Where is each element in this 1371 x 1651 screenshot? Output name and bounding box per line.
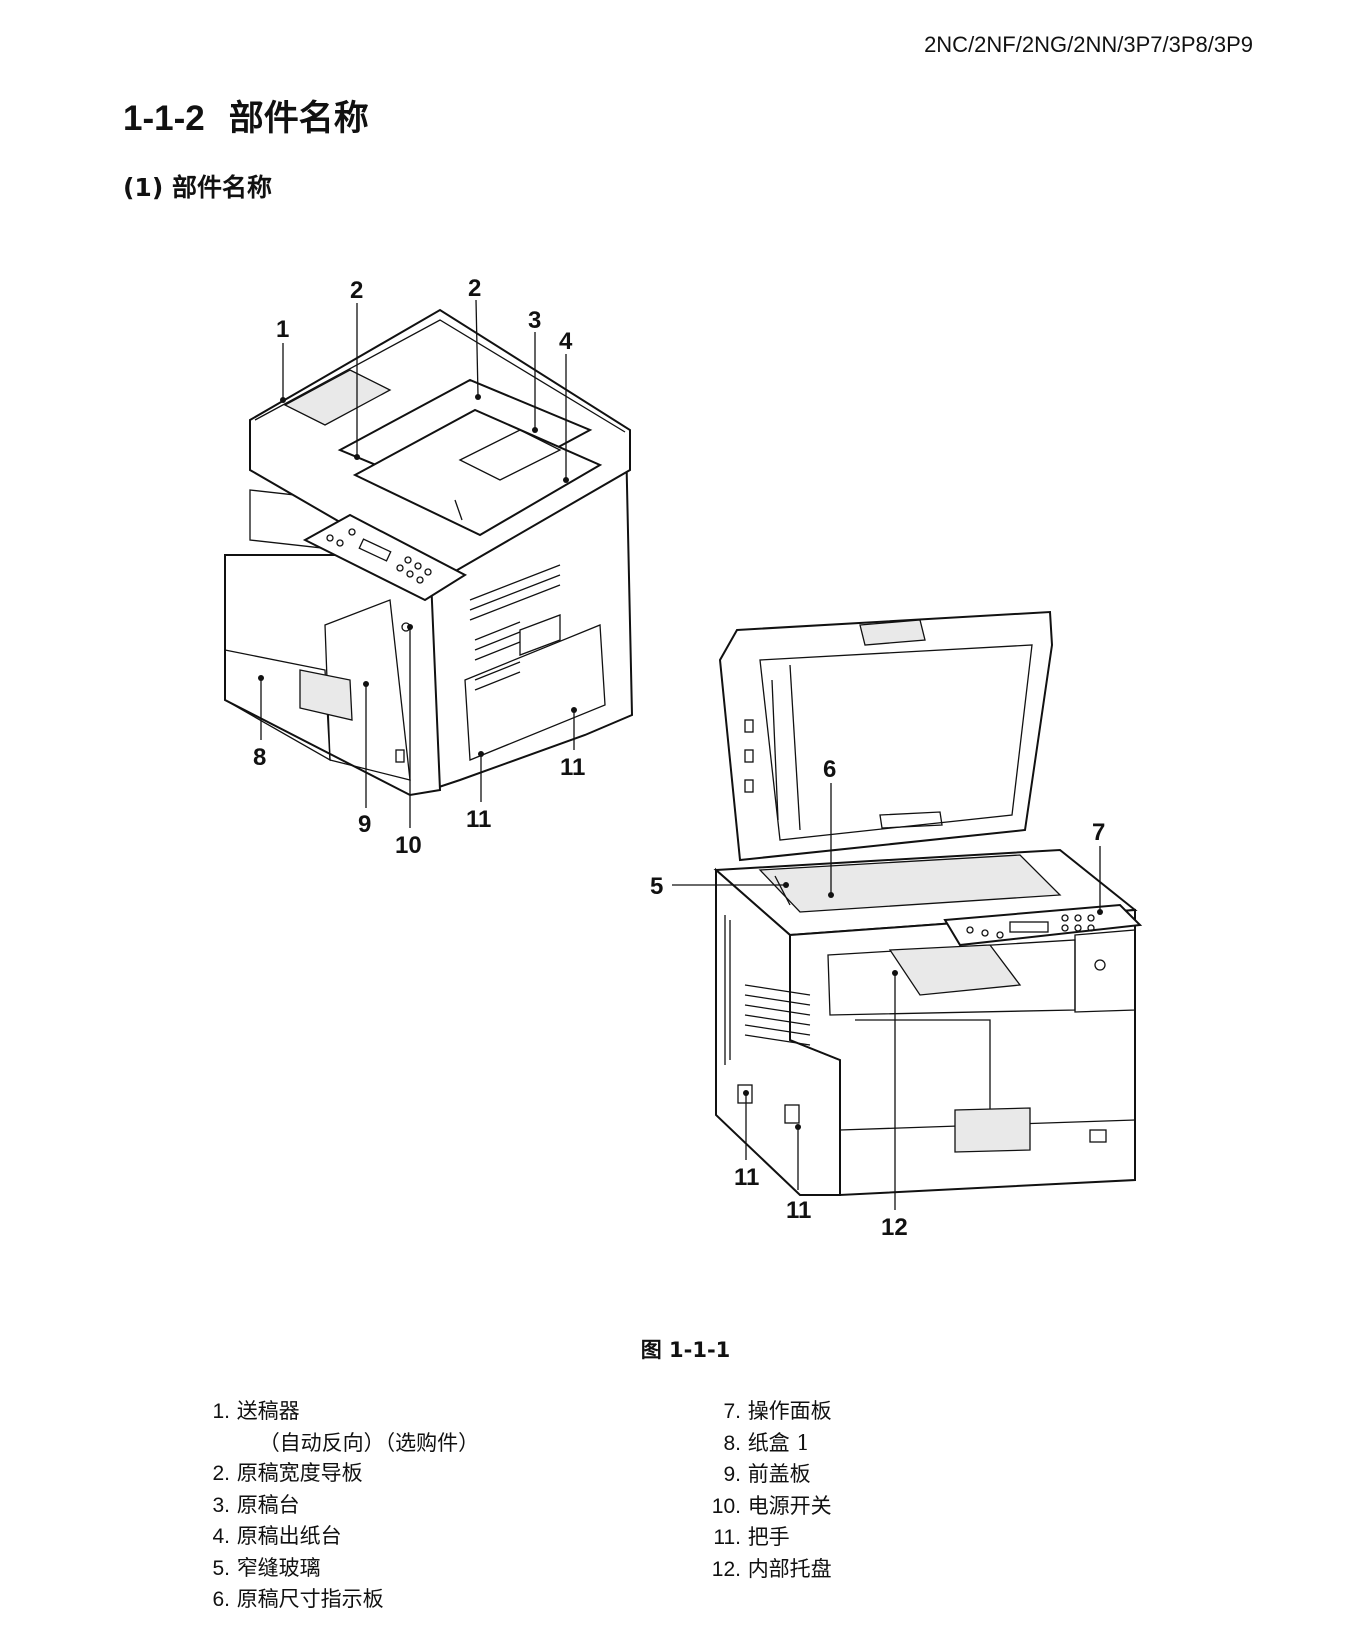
callout-labels: 1 2 2 3 4 8 9 10 11 11 5 6 7 11 11 12 [253, 275, 1105, 1241]
callout-12: 12 [881, 1214, 908, 1241]
list-item: 10. 电源开关 [711, 1493, 832, 1518]
callout-4: 4 [559, 328, 573, 355]
callout-6: 6 [823, 756, 836, 783]
parts-list-right: 7. 操作面板 8. 纸盒 1 9. 前盖板 10. 电源开关 11. 把手 1… [700, 1396, 832, 1585]
callout-11d: 11 [786, 1197, 811, 1224]
list-item: 4. 原稿出纸台 [212, 1524, 342, 1548]
list-item: 8. 纸盒 1 [723, 1430, 810, 1455]
section-number: 1-1-2 [123, 99, 205, 138]
printer-open-illustration [713, 610, 1143, 1197]
leader-lines [258, 299, 1103, 1210]
section-heading: 1-1-2 部件名称 [123, 90, 369, 141]
callout-7: 7 [1092, 819, 1105, 846]
list-item: 12. 内部托盘 [711, 1556, 832, 1581]
callout-5: 5 [650, 873, 663, 900]
list-item: 5. 窄缝玻璃 [212, 1555, 321, 1580]
callout-2b: 2 [468, 275, 481, 302]
list-item: 1. 送稿器 [212, 1399, 300, 1423]
list-item: 11. 把手 [713, 1525, 790, 1549]
list-item: 2. 原稿宽度导板 [212, 1461, 363, 1485]
figure-caption: 图 1-1-1 [640, 1338, 731, 1362]
callout-11c: 11 [734, 1164, 759, 1191]
callout-1: 1 [276, 316, 289, 343]
callout-11a: 11 [466, 806, 491, 833]
section-title: 部件名称 [228, 99, 369, 139]
parts-list-left: 1. 送稿器 （自动反向）（选购件） 2. 原稿宽度导板 3. 原稿台 4. 原… [196, 1396, 479, 1616]
subsection-heading: (1) 部件名称 [123, 173, 272, 202]
callout-9: 9 [358, 811, 371, 838]
list-item: 9. 前盖板 [723, 1462, 811, 1486]
printer-front-illustration [224, 308, 634, 797]
callout-3: 3 [528, 307, 541, 334]
callout-11b: 11 [560, 754, 585, 781]
list-item: （自动反向）（选购件） [258, 1430, 480, 1455]
model-codes: 2NC/2NF/2NG/2NN/3P7/3P8/3P9 [924, 32, 1253, 57]
list-item: 6. 原稿尺寸指示板 [212, 1587, 384, 1611]
list-item: 3. 原稿台 [212, 1492, 300, 1517]
parts-figure: 1 2 2 3 4 8 9 10 11 11 5 6 7 11 11 12 [224, 275, 1143, 1241]
list-item: 7. 操作面板 [723, 1399, 832, 1423]
callout-8: 8 [253, 744, 266, 771]
callout-10: 10 [395, 832, 422, 859]
callout-2a: 2 [350, 277, 363, 304]
